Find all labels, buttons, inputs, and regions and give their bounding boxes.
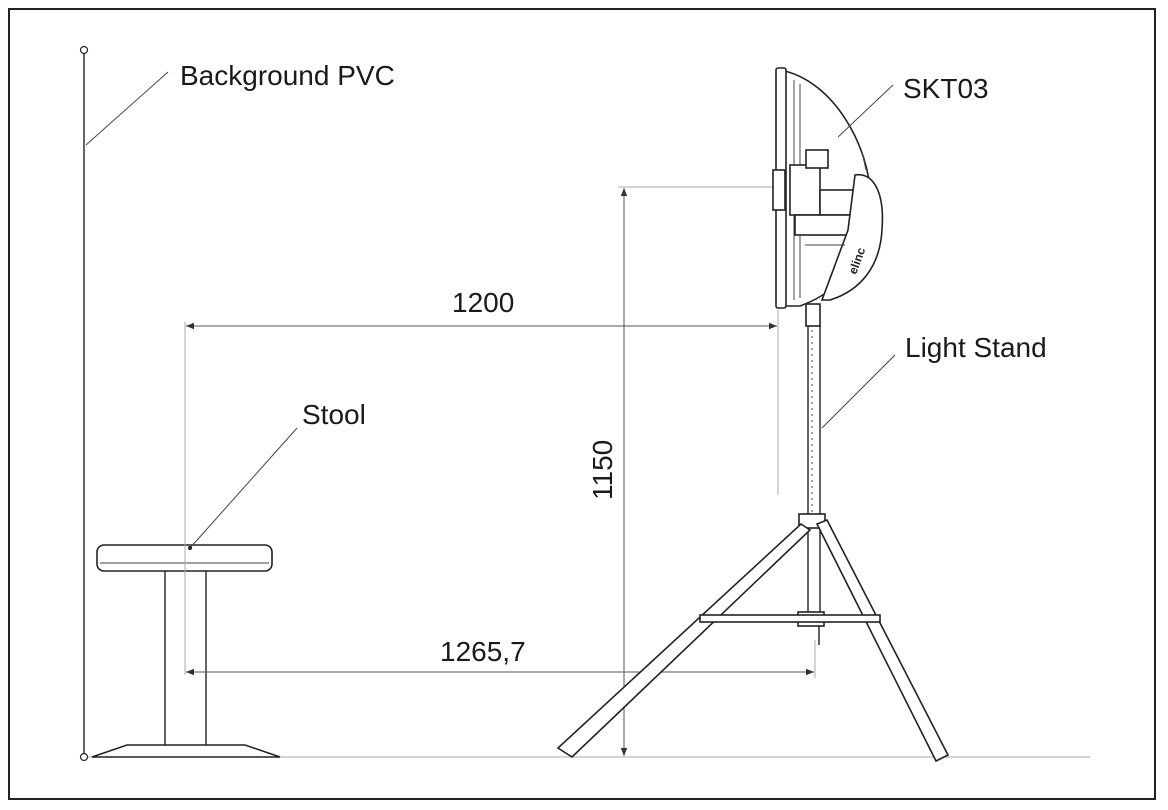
light-stand-label: Light Stand [905, 332, 1047, 363]
stool-leader [189, 427, 298, 549]
skt03-lamp: elinc [772, 67, 884, 309]
background-pvc [79, 45, 89, 762]
dimension-1150: 1150 [587, 440, 618, 500]
drawing-frame [8, 8, 1156, 800]
background-leader [85, 71, 169, 146]
stool-label: Stool [302, 399, 366, 430]
skt03-label: SKT03 [903, 73, 989, 104]
skt03-leader [837, 84, 894, 138]
dimension-1265: 1265,7 [440, 636, 526, 667]
stand-leader [821, 354, 896, 429]
background-pvc-label: Background PVC [180, 60, 395, 91]
stool [91, 544, 281, 758]
light-stand [556, 303, 950, 763]
dimension-1200: 1200 [452, 287, 514, 318]
